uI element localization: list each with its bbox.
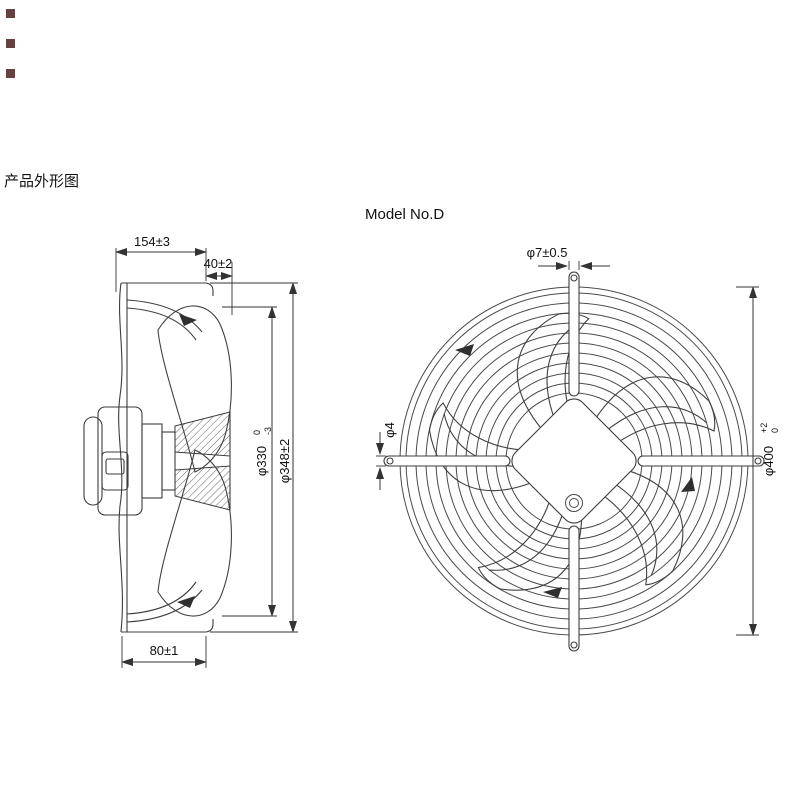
hub-detail-circle xyxy=(569,498,579,508)
rotation-arrow-icon xyxy=(455,344,474,356)
hub-section-bottom xyxy=(174,465,231,511)
center-mount-plate xyxy=(511,398,637,524)
dim-hole-label: φ7±0.5 xyxy=(527,245,568,260)
dim-impeller-tol-lower: -3 xyxy=(263,427,273,435)
dim-bottom: 80±1 xyxy=(121,636,207,668)
motor-hub-plate xyxy=(161,431,176,491)
rotation-arrow-icon xyxy=(543,587,562,598)
mount-hole xyxy=(570,274,578,282)
rotation-arrow-icon xyxy=(177,596,195,608)
dim-wire: φ4 xyxy=(376,422,397,490)
rotation-arrow-icon xyxy=(681,477,695,492)
dim-plate-dia-label: φ348±2 xyxy=(277,439,292,483)
plate-top-curl xyxy=(205,282,214,296)
side-view: 154±3 40±2 φ330 0 -3 φ348±2 xyxy=(83,234,298,668)
mount-hole xyxy=(386,457,394,465)
terminal-box-label xyxy=(105,458,125,475)
hub-section-top xyxy=(174,411,231,457)
edge-artifact xyxy=(6,69,15,78)
dim-impeller-tol-upper: 0 xyxy=(252,430,262,435)
motor-body xyxy=(97,406,143,516)
rotation-arrow-icon xyxy=(179,314,197,326)
dim-impeller-dia: φ330 0 -3 xyxy=(222,306,277,617)
guard-bar-left xyxy=(383,455,511,467)
dim-wire-label: φ4 xyxy=(382,422,397,438)
dim-guard-dia: φ400 +2 0 xyxy=(736,286,780,636)
blade-bottom-profile xyxy=(157,449,232,617)
blade-top-profile xyxy=(157,305,232,473)
edge-artifact xyxy=(6,9,15,18)
page-title: 产品外形图 xyxy=(4,173,79,190)
model-label: Model No.D xyxy=(365,206,444,223)
hub-detail-circle xyxy=(565,494,583,512)
guard-cross-bars xyxy=(383,271,765,652)
guard-bar-right xyxy=(637,455,765,467)
guard-bar-top xyxy=(568,271,580,397)
dim-guard-dia-label: φ400 xyxy=(761,446,776,476)
dim-flange-label: 40±2 xyxy=(204,256,233,271)
motor-rear-cap xyxy=(83,416,103,506)
dim-hole: φ7±0.5 xyxy=(527,245,610,270)
bellmouth-bottom-outer xyxy=(126,589,203,623)
front-view: φ7±0.5 φ4 φ400 +2 0 xyxy=(376,245,780,652)
mount-hole xyxy=(570,641,578,649)
dim-guard-tol-lower: 0 xyxy=(770,428,780,433)
dim-guard-tol-upper: +2 xyxy=(759,423,769,433)
dim-flange: 40±2 xyxy=(204,256,233,315)
edge-artifacts xyxy=(6,9,15,78)
dim-plate-dia: φ348±2 xyxy=(210,282,298,633)
terminal-box xyxy=(101,451,129,491)
motor-neck xyxy=(141,423,163,499)
bellmouth-top-outer xyxy=(126,299,203,333)
plate-left-edge xyxy=(118,282,123,633)
dim-impeller-dia-label: φ330 xyxy=(254,446,269,476)
dim-bottom-label: 80±1 xyxy=(150,643,179,658)
dim-depth-label: 154±3 xyxy=(134,234,170,249)
guard-bar-bottom xyxy=(568,525,580,652)
edge-artifact xyxy=(6,39,15,48)
plate-bottom-curl xyxy=(205,619,214,633)
